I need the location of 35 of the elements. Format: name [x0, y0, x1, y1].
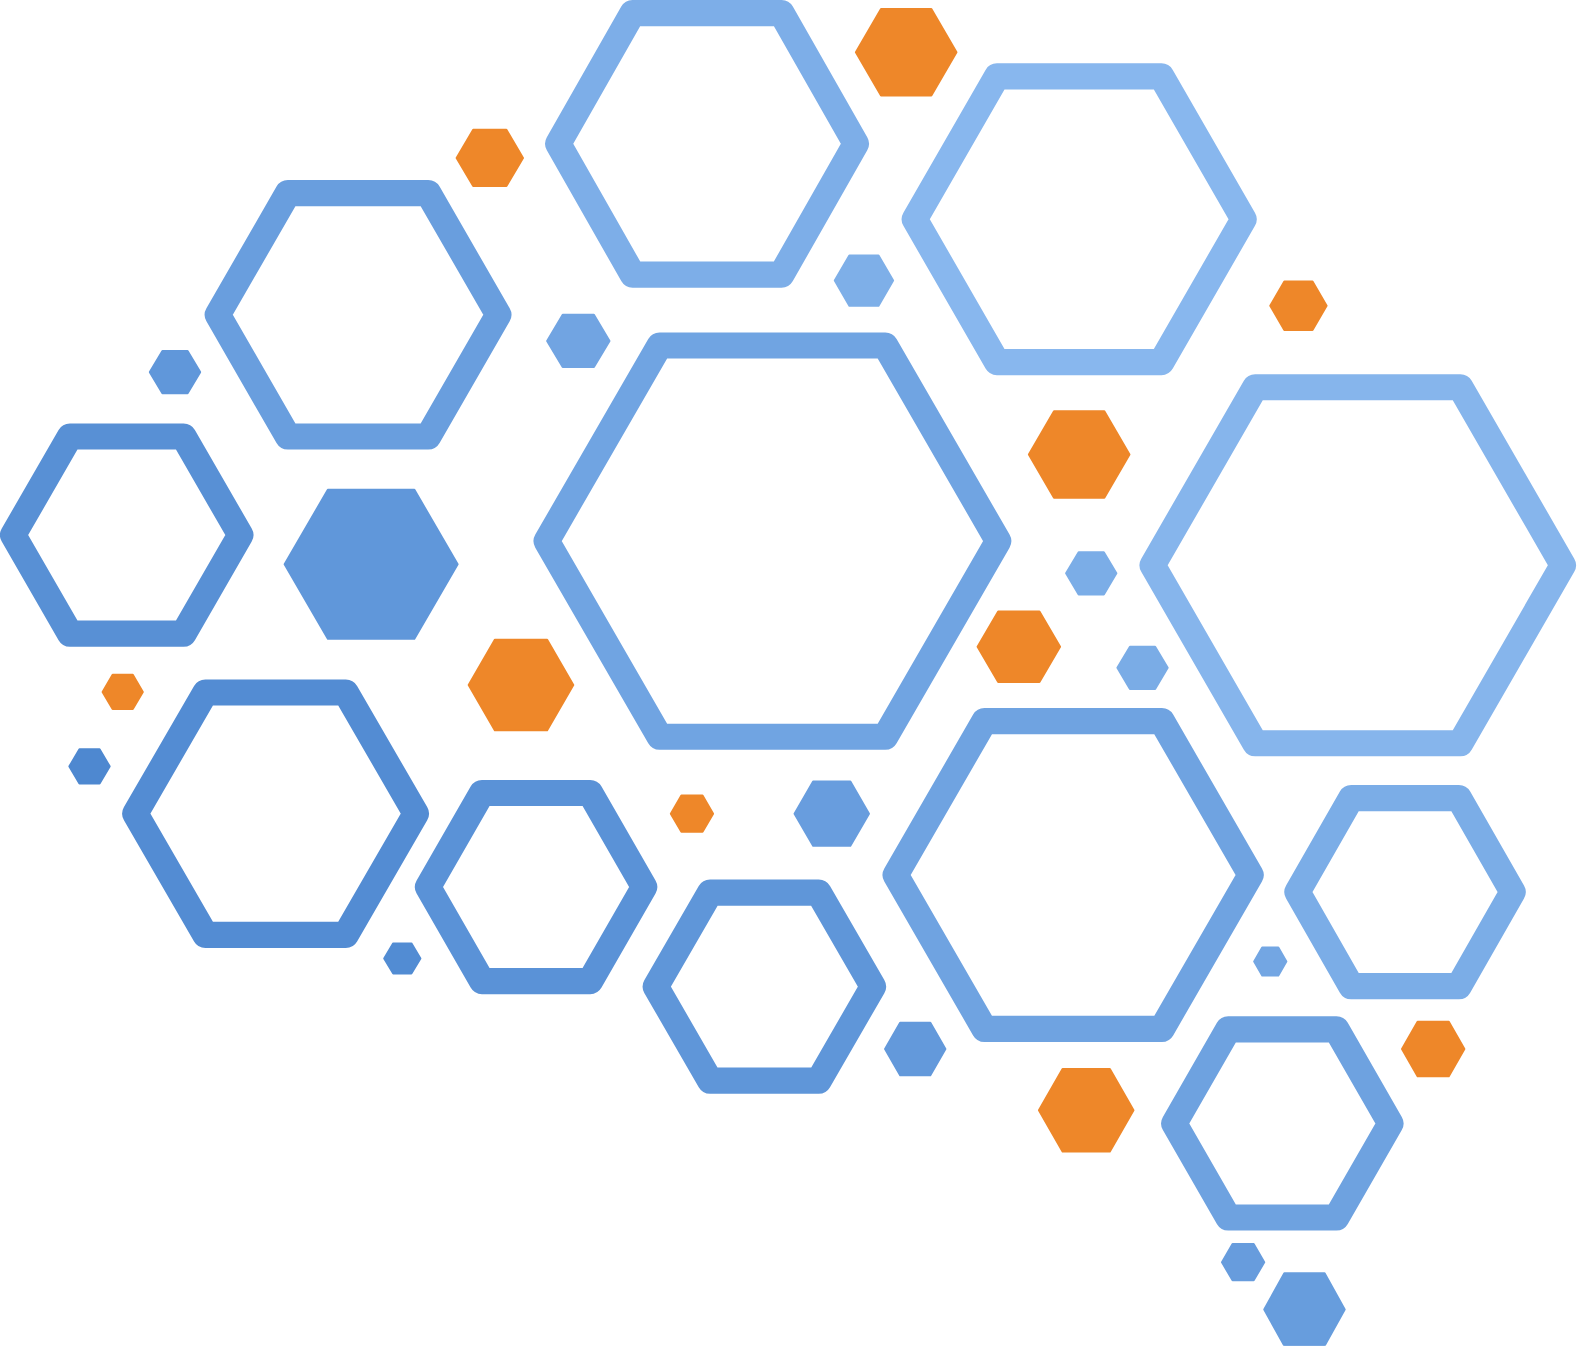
- hexagon: [546, 313, 611, 369]
- hexagon: [545, 0, 869, 288]
- hexagon: [642, 879, 887, 1094]
- hexagon: [882, 708, 1264, 1043]
- hexagon: [1269, 280, 1328, 332]
- hexagon: [669, 794, 715, 833]
- hexagon: [455, 128, 524, 188]
- hexagon: [854, 8, 958, 97]
- hexagon: [884, 1022, 947, 1077]
- hexagon: [533, 332, 1012, 750]
- hexagon: [1263, 1272, 1346, 1346]
- hexagon: [833, 254, 895, 307]
- hexagon: [1221, 1243, 1266, 1282]
- hexagon: [1037, 1068, 1135, 1153]
- hexagon: [122, 679, 429, 949]
- hexagon: [1065, 551, 1118, 596]
- hexagon: [204, 180, 512, 450]
- hexagon: [148, 350, 202, 395]
- hexagon: [1161, 1016, 1404, 1231]
- hexagon: [793, 780, 870, 847]
- hexagon: [976, 610, 1062, 684]
- hexagon: [414, 780, 658, 995]
- hexagon: [283, 488, 459, 640]
- hexagon: [1139, 374, 1576, 757]
- hexagon: [1116, 645, 1169, 691]
- hexagon: [467, 638, 575, 732]
- hexagon: [1284, 785, 1526, 1000]
- hexagon: [1027, 410, 1131, 499]
- hexagon: [901, 63, 1257, 376]
- hexagon: [383, 942, 422, 975]
- hexagon: [101, 674, 144, 711]
- hexagon: [1253, 946, 1288, 977]
- hexagon: [68, 748, 111, 785]
- hexagon: [0, 423, 254, 647]
- hexagon: [1401, 1021, 1466, 1078]
